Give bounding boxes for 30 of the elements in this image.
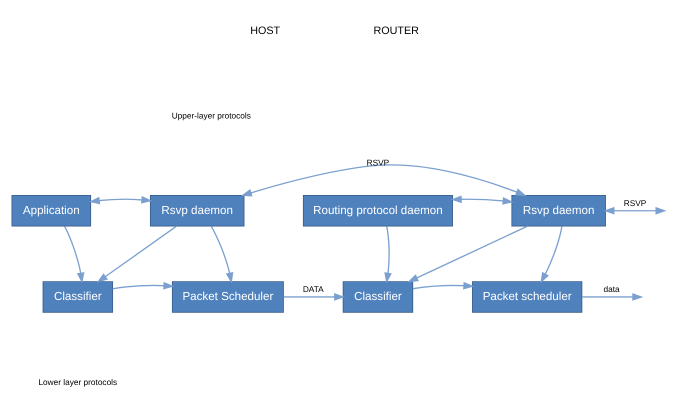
edge-label: RSVP [366,158,390,168]
arrow [210,226,234,284]
node-box: Packet Scheduler [172,281,284,313]
node-box: Rsvp daemon [150,194,244,226]
arrow [582,293,644,301]
arrow [384,226,392,284]
node-box: Routing protocol daemon [302,194,453,226]
arrow [412,282,474,290]
arrow [450,195,514,205]
node-box: Rsvp daemon [511,194,606,226]
arrow [64,226,84,284]
node-box: Application [12,194,92,226]
arrow [88,196,152,204]
arrow [407,226,528,282]
arrow [112,282,174,290]
node-box: Classifier [42,281,114,313]
node-box: Packet scheduler [472,281,582,313]
arrow [604,206,666,215]
arrow [96,226,178,283]
label: Upper-layer protocols [172,110,251,121]
node-box: Classifier [342,281,414,313]
edge-label: DATA [302,284,324,294]
edge-label: data [604,284,620,294]
arrow [240,164,527,196]
label: HOST [250,25,280,38]
label: Lower layer protocols [38,376,118,387]
arrow [540,226,563,284]
edge-label: RSVP [624,198,646,208]
arrow [284,293,346,301]
label: ROUTER [373,25,419,38]
